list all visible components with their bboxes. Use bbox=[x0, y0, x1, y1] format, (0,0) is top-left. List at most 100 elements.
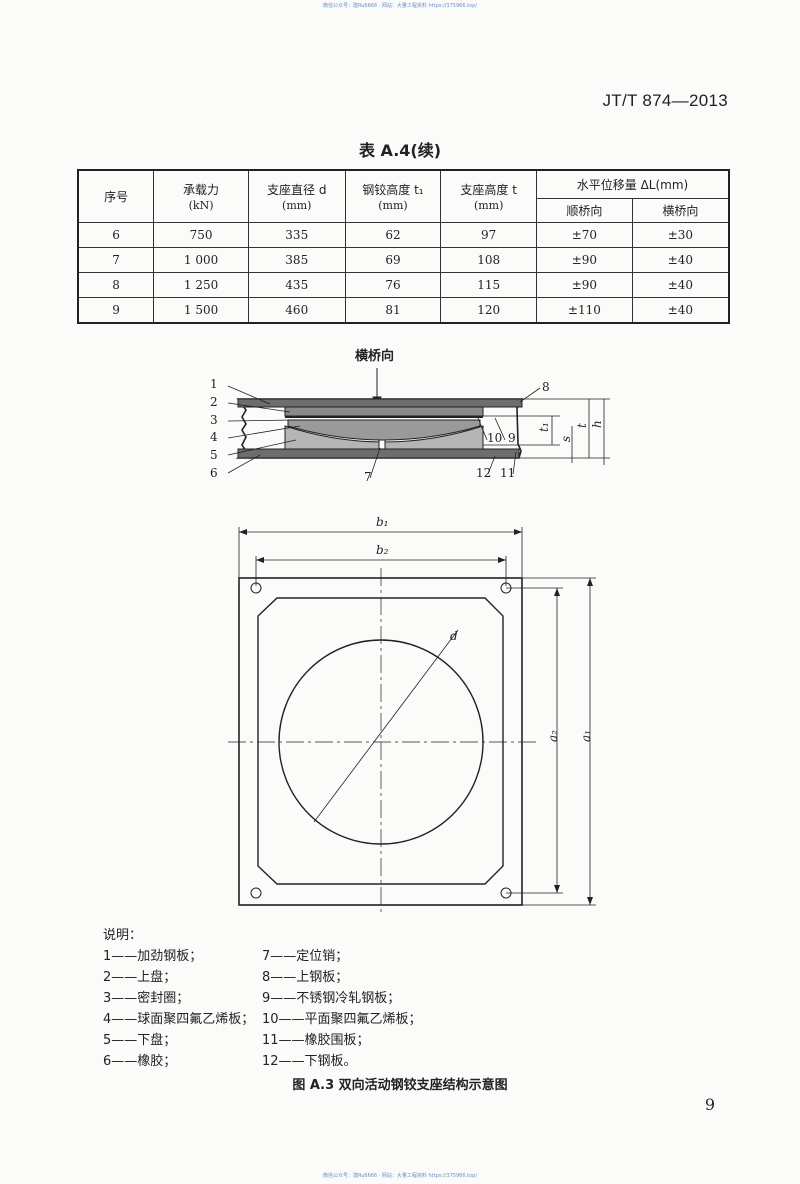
header-bearing-height-label: 支座高度 t bbox=[460, 183, 517, 197]
legend-item: 3——密封圈； bbox=[103, 991, 190, 1006]
table-cell: ±110 bbox=[536, 297, 633, 324]
dim-a2-arrow-top bbox=[554, 588, 560, 596]
bolt-hole-tr bbox=[500, 582, 512, 594]
callout-5: 5 bbox=[210, 448, 218, 462]
upper-plate bbox=[284, 406, 484, 417]
legend-item: 4——球面聚四氟乙烯板； bbox=[103, 1012, 255, 1027]
header-displacement: 水平位移量 ΔL(mm) bbox=[536, 169, 730, 199]
header-load: 承载力(kN) bbox=[153, 169, 249, 223]
table-cell: 6 bbox=[77, 222, 155, 248]
dim-b1-arrow-left bbox=[239, 529, 247, 535]
dim-a1-arrow-bottom bbox=[587, 897, 593, 905]
watermark-top: 微信公众号：建Ru6666 · 网站：大量工程资料 https://375966… bbox=[323, 3, 477, 9]
table-cell: ±40 bbox=[631, 247, 730, 273]
dim-a1-arrow-top bbox=[587, 578, 593, 586]
leader-8 bbox=[519, 387, 541, 403]
table-cell: 69 bbox=[344, 247, 442, 273]
legend-item: 2——上盘； bbox=[103, 970, 177, 985]
direction-label: 横桥向 bbox=[355, 349, 395, 364]
dim-h-label: h bbox=[590, 420, 604, 428]
leader-1 bbox=[227, 385, 271, 405]
leader-12 bbox=[487, 455, 496, 475]
table-cell: 97 bbox=[440, 222, 538, 248]
plan-outer-plate bbox=[238, 577, 523, 906]
plan-inner-plate bbox=[257, 597, 504, 885]
leader-6 bbox=[227, 454, 261, 474]
table-cell: 1 250 bbox=[153, 272, 249, 298]
callout-4: 4 bbox=[210, 430, 218, 444]
dim-b1-arrow-right bbox=[514, 529, 522, 535]
table-cell: 120 bbox=[440, 297, 538, 324]
dim-b1-label: b₁ bbox=[376, 515, 389, 529]
header-bearing-height-unit: (mm) bbox=[473, 199, 504, 212]
dim-a2-label: a₂ bbox=[546, 730, 560, 742]
table-cell: ±90 bbox=[536, 272, 633, 298]
table-cell: 435 bbox=[247, 272, 346, 298]
legend-item: 6——橡胶； bbox=[103, 1054, 177, 1069]
callout-1: 1 bbox=[210, 377, 218, 391]
callout-3: 3 bbox=[210, 413, 218, 427]
dim-b2-arrow-left bbox=[256, 557, 264, 563]
bolt-hole-tl bbox=[250, 582, 262, 594]
header-hinge-height: 钢铰高度 t₁ (mm) bbox=[344, 169, 442, 223]
table-cell: 7 bbox=[77, 247, 155, 273]
bolt-hole-br bbox=[500, 887, 512, 899]
dim-a2-arrow-bottom bbox=[554, 885, 560, 893]
table-cell: 385 bbox=[247, 247, 346, 273]
plan-diameter-line bbox=[313, 629, 459, 823]
header-diameter-unit: (mm) bbox=[282, 199, 312, 212]
callout-6: 6 bbox=[210, 466, 218, 480]
legend-title: 说明： bbox=[103, 928, 143, 943]
table-cell: 460 bbox=[247, 297, 346, 324]
callout-10: 10 bbox=[487, 431, 502, 445]
dim-b2-label: b₂ bbox=[376, 543, 389, 557]
dim-b2-arrow-right bbox=[498, 557, 506, 563]
leader-5 bbox=[227, 439, 297, 456]
table-cell: ±40 bbox=[631, 272, 730, 298]
table-cell: 1 000 bbox=[153, 247, 249, 273]
leader-7 bbox=[369, 447, 381, 479]
header-hinge-height-label: 钢铰高度 t₁ bbox=[362, 183, 424, 197]
table-cell: 9 bbox=[77, 297, 155, 324]
standard-number: JT/T 874—2013 bbox=[602, 91, 728, 110]
legend-item: 11——橡胶围板； bbox=[262, 1033, 370, 1048]
page-number: 9 bbox=[704, 1095, 715, 1114]
locating-pin bbox=[378, 439, 386, 450]
legend-item: 12——下钢板。 bbox=[262, 1054, 357, 1069]
dim-a1-label: a₁ bbox=[579, 730, 593, 742]
leader-9 bbox=[494, 417, 506, 441]
section-view-drawing: 1 2 3 4 5 6 7 8 9 10 11 12 t₁ s t h bbox=[210, 368, 610, 483]
dim-t1-label: t₁ bbox=[537, 422, 551, 432]
leader-4 bbox=[227, 425, 301, 439]
watermark-bottom: 微信公众号：建Ru6666 · 网站：大量工程资料 https://375966… bbox=[323, 1173, 477, 1179]
header-load-unit: (kN) bbox=[188, 199, 214, 212]
spec-table: 序号 承载力(kN) 支座直径 d(mm) 钢铰高度 t₁ (mm) 支座高度 t… bbox=[77, 169, 730, 324]
table-cell: 81 bbox=[344, 297, 442, 324]
lower-plate bbox=[284, 425, 484, 450]
leader-11 bbox=[512, 451, 517, 475]
header-hinge-height-unit: (mm) bbox=[378, 199, 408, 212]
callout-2: 2 bbox=[210, 395, 218, 409]
table-caption: 表 A.4(续) bbox=[358, 141, 442, 160]
callout-9: 9 bbox=[508, 431, 516, 445]
header-no: 序号 bbox=[77, 169, 155, 223]
header-bearing-height: 支座高度 t (mm) bbox=[440, 169, 538, 223]
figure-caption: 图 A.3 双向活动钢铰支座结构示意图 bbox=[292, 1078, 508, 1093]
legend-item: 9——不锈钢冷轧钢板； bbox=[262, 991, 401, 1006]
legend-item: 5——下盘； bbox=[103, 1033, 177, 1048]
legend-item: 10——平面聚四氟乙烯板； bbox=[262, 1012, 422, 1027]
callout-11: 11 bbox=[500, 466, 515, 480]
header-diameter: 支座直径 d(mm) bbox=[247, 169, 346, 223]
leader-3 bbox=[227, 419, 295, 422]
bolt-hole-bl bbox=[250, 887, 262, 899]
table-cell: 62 bbox=[344, 222, 442, 248]
top-steel-plate bbox=[237, 398, 523, 408]
table-cell: 750 bbox=[153, 222, 249, 248]
header-transverse: 横桥向 bbox=[631, 198, 730, 223]
leader-2 bbox=[227, 402, 291, 413]
